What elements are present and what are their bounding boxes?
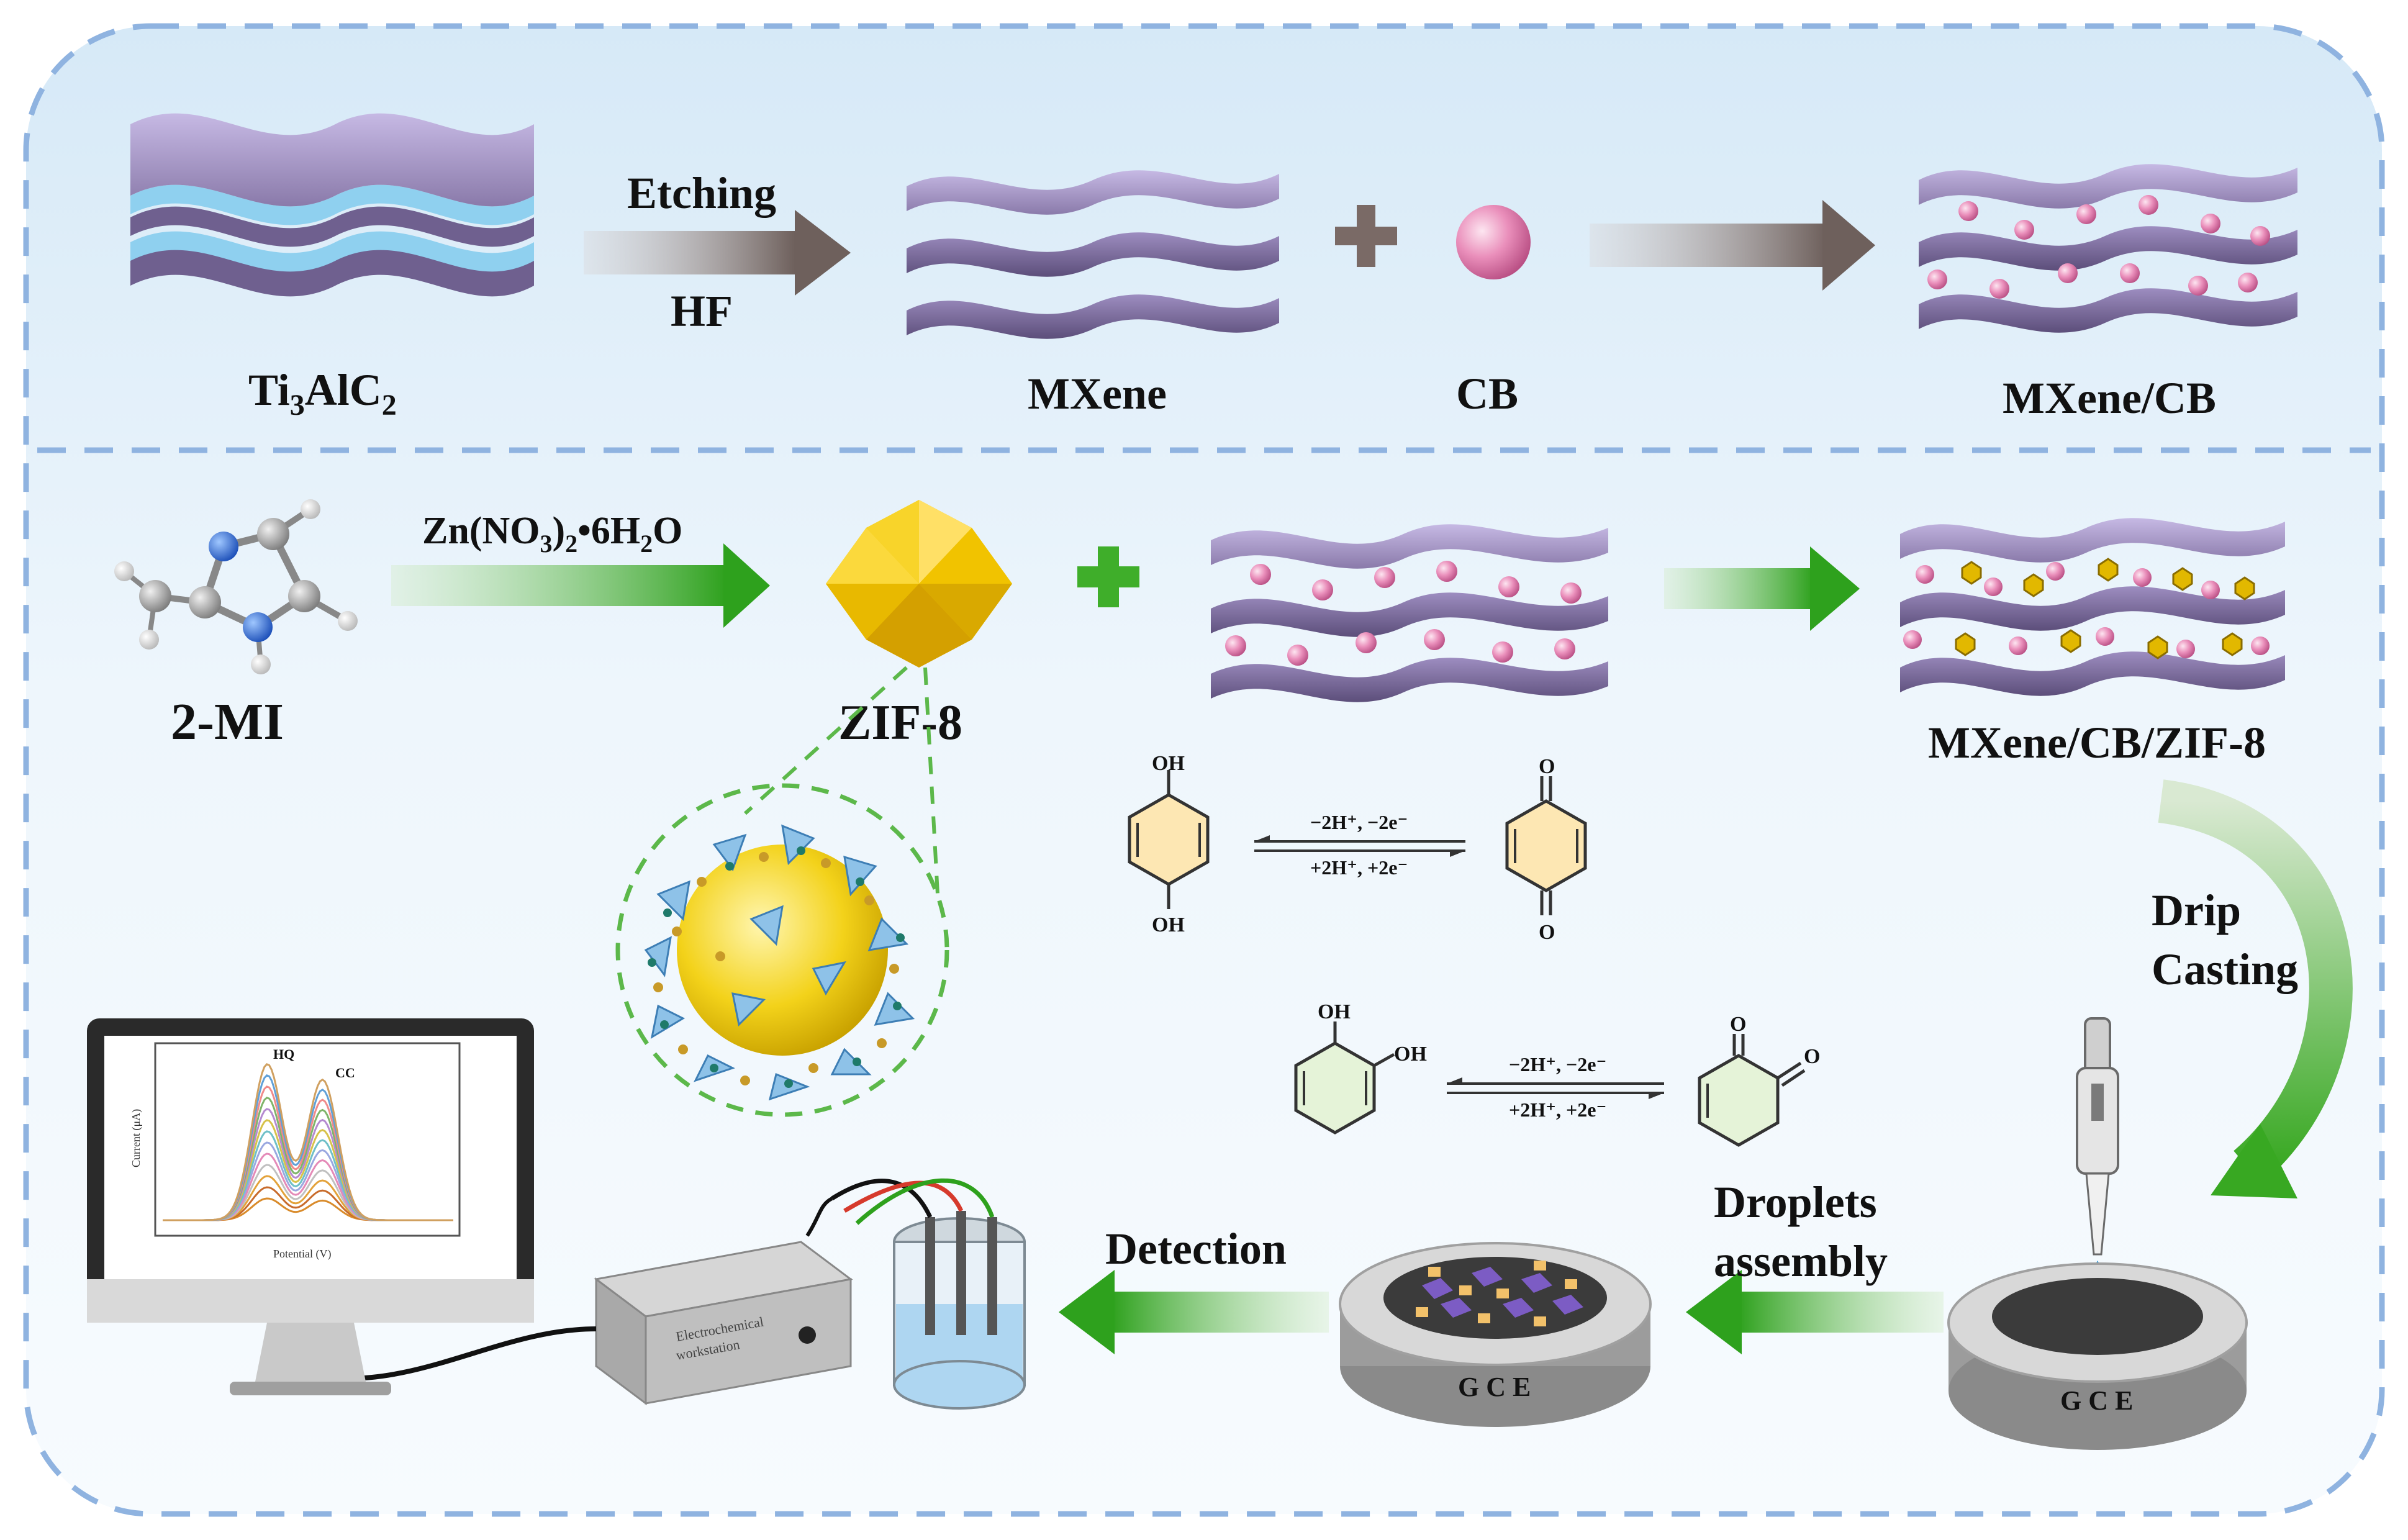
mxene-cb-zif8-sheets xyxy=(1900,518,2285,696)
hq-oh-bottom: OH xyxy=(1152,913,1185,936)
composite-arrow xyxy=(1664,546,1860,631)
electrochemical-cell xyxy=(893,1211,1026,1410)
gce-label-right: G C E xyxy=(2060,1385,2133,1416)
monitor-cable xyxy=(347,1326,597,1381)
cc-forward-label: −2H⁺, −2e⁻ xyxy=(1509,1053,1606,1076)
mxene-cb-arrow xyxy=(1590,200,1875,291)
bq-o-bottom: O xyxy=(1539,921,1555,944)
plot-xlabel: Potential (V) xyxy=(273,1248,331,1261)
etching-label: Etching xyxy=(627,168,776,218)
gce-label-left: G C E xyxy=(1458,1372,1531,1402)
mxene-sheets xyxy=(907,170,1279,339)
o-benzoquinone-structure xyxy=(1698,1034,1806,1147)
droplets-label-line1: Droplets xyxy=(1714,1177,1877,1227)
mxene-cb-label: MXene/CB xyxy=(2003,373,2216,423)
droplets-assembly-arrow xyxy=(1686,1270,1944,1354)
2-mi-molecule xyxy=(114,499,358,674)
plus-icon-middle xyxy=(1077,546,1139,607)
cb-label: CB xyxy=(1456,369,1518,419)
plot-ylabel: Current (μA) xyxy=(130,1109,143,1167)
2-mi-label: 2-MI xyxy=(171,693,284,751)
oq-o-1: O xyxy=(1730,1013,1746,1036)
cell-wires xyxy=(831,1178,995,1225)
bq-o-top: O xyxy=(1539,755,1555,778)
cc-oh-2: OH xyxy=(1394,1043,1427,1066)
cc-peak-label: CC xyxy=(335,1065,355,1080)
reagent-label: Zn(NO3)2•6H2O xyxy=(422,510,682,558)
zoom-line-left xyxy=(743,666,908,815)
hydroquinone-structure xyxy=(1128,770,1210,909)
hf-label: HF xyxy=(671,286,733,336)
detection-label: Detection xyxy=(1105,1224,1287,1274)
gce-electrode-modified xyxy=(1339,1242,1652,1427)
background-panel xyxy=(23,23,2385,1517)
zoom-line-right xyxy=(923,667,939,895)
hq-forward-label: −2H⁺, −2e⁻ xyxy=(1310,811,1408,833)
etching-arrow xyxy=(584,210,851,296)
workstation-cable xyxy=(805,1197,833,1237)
hq-peak-label: HQ xyxy=(273,1046,294,1062)
catechol-structure xyxy=(1294,1021,1395,1135)
cc-oh-1: OH xyxy=(1318,1000,1351,1023)
drip-casting-arrow xyxy=(2158,779,2353,1198)
benzoquinone-structure xyxy=(1505,776,1587,915)
zif-8-crystal xyxy=(826,500,1012,668)
ti3alc2-layered-block xyxy=(130,113,534,297)
zif-8-framework-zoom xyxy=(644,824,915,1101)
hq-oh-top: OH xyxy=(1152,752,1185,775)
cc-reverse-label: +2H⁺, +2e⁻ xyxy=(1509,1098,1606,1121)
dpv-curves xyxy=(163,1063,453,1221)
mxene-label: MXene xyxy=(1028,369,1167,419)
cc-equilibrium-arrows xyxy=(1447,1077,1664,1099)
zif-8-label: ZIF-8 xyxy=(838,695,962,750)
hq-equilibrium-arrows xyxy=(1254,835,1465,857)
zif-synthesis-arrow xyxy=(391,543,770,628)
drip-label-line2: Casting xyxy=(2152,944,2298,994)
gce-electrode-right xyxy=(1947,1262,2248,1450)
voltammetry-plot xyxy=(154,1042,461,1237)
droplets-label-line2: assembly xyxy=(1714,1236,1888,1286)
cb-sphere xyxy=(1456,205,1531,279)
dpv-curve xyxy=(163,1063,453,1221)
zoom-circle xyxy=(615,783,949,1117)
mxene-cb-zif8-label: MXene/CB/ZIF-8 xyxy=(1928,718,2266,768)
hq-reverse-label: +2H⁺, +2e⁻ xyxy=(1310,856,1408,879)
oq-o-2: O xyxy=(1804,1045,1820,1068)
mxene-cb-sheets xyxy=(1919,164,2297,333)
plus-icon-top xyxy=(1335,205,1397,267)
mxene-cb-sheets-middle xyxy=(1211,524,1608,702)
drip-label-line1: Drip xyxy=(2152,886,2241,935)
ti3alc2-label: Ti3AlC2 xyxy=(248,365,397,422)
detection-arrow xyxy=(1059,1270,1329,1354)
electrochemical-workstation xyxy=(594,1241,853,1405)
